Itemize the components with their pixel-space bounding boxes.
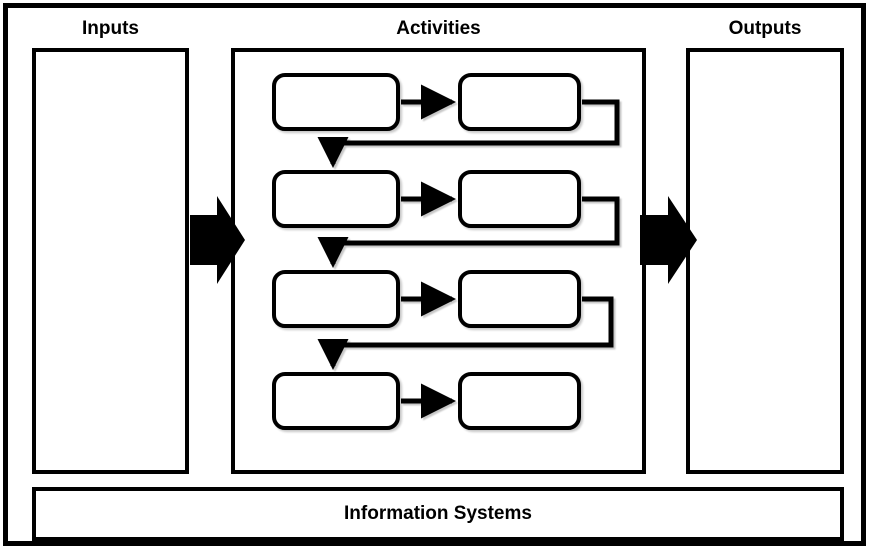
activity-step-row3-right[interactable] — [458, 270, 581, 328]
activity-step-row1-right[interactable] — [458, 73, 581, 131]
activity-step-row4-right[interactable] — [458, 372, 581, 430]
activity-step-row1-left[interactable] — [272, 73, 400, 131]
information-systems-label: Information Systems — [344, 503, 532, 524]
inputs-container-box — [32, 48, 189, 474]
column-heading-activities: Activities — [396, 18, 481, 39]
activity-step-row2-right[interactable] — [458, 170, 581, 228]
activity-step-row3-left[interactable] — [272, 270, 400, 328]
outputs-container-box — [686, 48, 844, 474]
column-heading-outputs: Outputs — [728, 18, 802, 39]
column-heading-inputs: Inputs — [82, 18, 139, 39]
activity-step-row4-left[interactable] — [272, 372, 400, 430]
information-systems-bar: Information Systems — [32, 487, 844, 541]
activity-step-row2-left[interactable] — [272, 170, 400, 228]
diagram-outer-frame — [3, 3, 866, 546]
